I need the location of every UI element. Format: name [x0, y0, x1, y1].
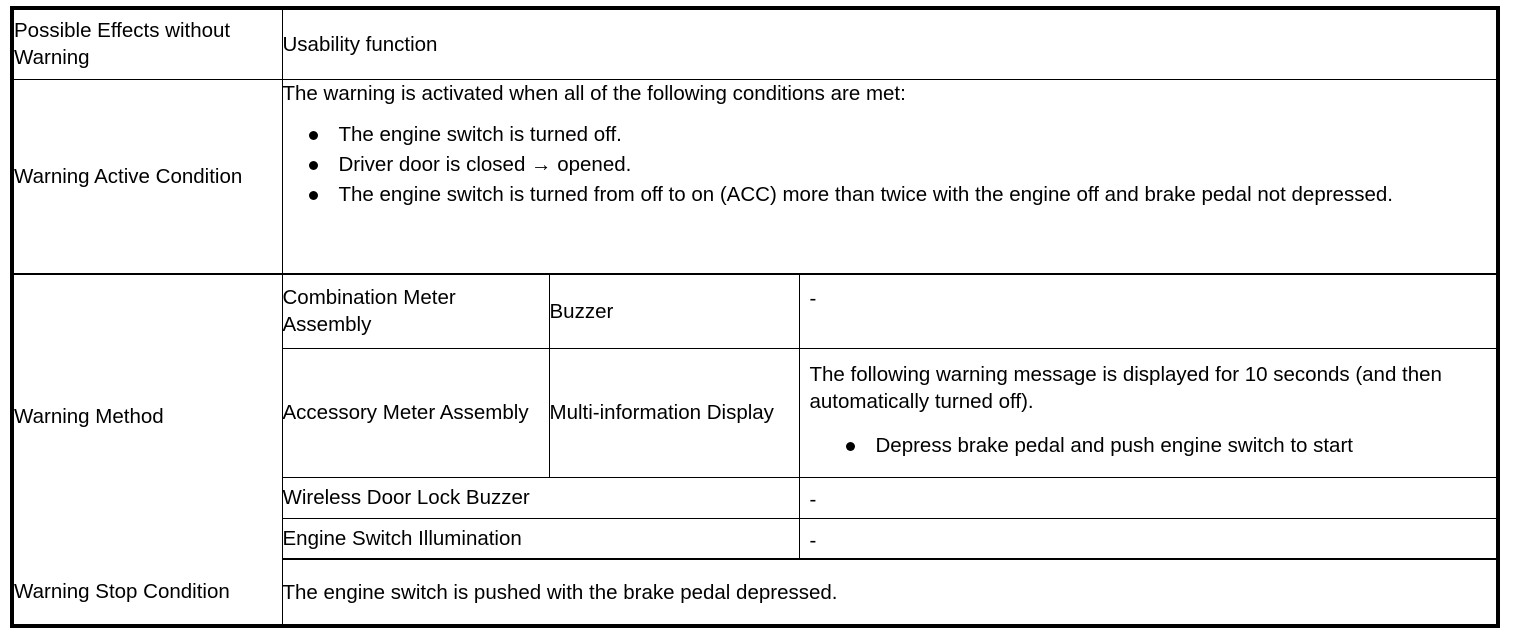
- table-row-warning-method-accessory-meter: Accessory Meter Assembly Multi-informati…: [14, 348, 1497, 478]
- row-label-warning-stop-condition: Warning Stop Condition: [14, 559, 283, 625]
- cell-warning-stop-condition-value: The engine switch is pushed with the bra…: [282, 580, 838, 604]
- list-item: The engine switch is turned off.: [283, 121, 1497, 149]
- cell-component-wireless-door-lock-buzzer: Wireless Door Lock Buzzer: [282, 477, 800, 519]
- table-row-warning-method-engine-switch-illumination: Engine Switch Illumination -: [14, 518, 1497, 560]
- cell-warning-active-condition-content: The warning is activated when all of the…: [282, 79, 1497, 275]
- row-label-possible-effects: Possible Effects without Warning: [14, 10, 283, 80]
- cell-detail-warning-message: The following warning message is display…: [799, 348, 1497, 478]
- list-item: The engine switch is turned from off to …: [283, 181, 1497, 209]
- list-item: Depress brake pedal and push engine swit…: [810, 432, 1497, 460]
- warning-specification-table: Possible Effects without Warning Usabili…: [10, 6, 1500, 628]
- row-label-warning-method: Warning Method: [14, 274, 283, 559]
- cell-component-engine-switch-illumination: Engine Switch Illumination: [282, 518, 800, 560]
- table-row-warning-method-wireless-door-lock-buzzer: Wireless Door Lock Buzzer -: [14, 477, 1497, 519]
- table-row-warning-method-combination-meter: Warning Method Combination Meter Assembl…: [14, 274, 1497, 559]
- table-row-possible-effects: Possible Effects without Warning Usabili…: [14, 10, 1497, 80]
- cell-component-accessory-meter-assembly: Accessory Meter Assembly: [282, 348, 550, 478]
- warning-message-lead-text: The following warning message is display…: [809, 362, 1442, 413]
- cell-detail-engine-switch-illumination: -: [799, 518, 1497, 560]
- detail-dash: -: [809, 487, 817, 511]
- detail-dash: -: [809, 287, 817, 310]
- cell-possible-effects-value: Usability function: [282, 10, 1497, 80]
- cell-device-multi-information-display: Multi-information Display: [549, 348, 800, 478]
- table-row-warning-stop-condition: Warning Stop Condition The engine switch…: [14, 559, 1496, 625]
- spec-table-grid: Possible Effects without Warning Usabili…: [14, 10, 1497, 625]
- row-label-warning-active-condition: Warning Active Condition: [14, 79, 283, 275]
- spacer: [810, 415, 1497, 432]
- cell-detail-wireless-door-lock-buzzer: -: [799, 477, 1497, 519]
- cell-detail-buzzer: -: [799, 274, 1497, 349]
- warning-condition-lead-text: The warning is activated when all of the…: [282, 81, 906, 105]
- list-item: Driver door is closed → opened.: [283, 151, 1497, 179]
- warning-condition-bullet-list: The engine switch is turned off. Driver …: [283, 121, 1497, 209]
- detail-dash: -: [809, 528, 817, 552]
- cell-device-buzzer: Buzzer: [549, 274, 800, 349]
- table-row-warning-active-condition: Warning Active Condition The warning is …: [14, 79, 1497, 275]
- cell-component-combination-meter-assembly: Combination Meter Assembly: [282, 274, 550, 349]
- warning-message-bullet-list: Depress brake pedal and push engine swit…: [810, 432, 1497, 460]
